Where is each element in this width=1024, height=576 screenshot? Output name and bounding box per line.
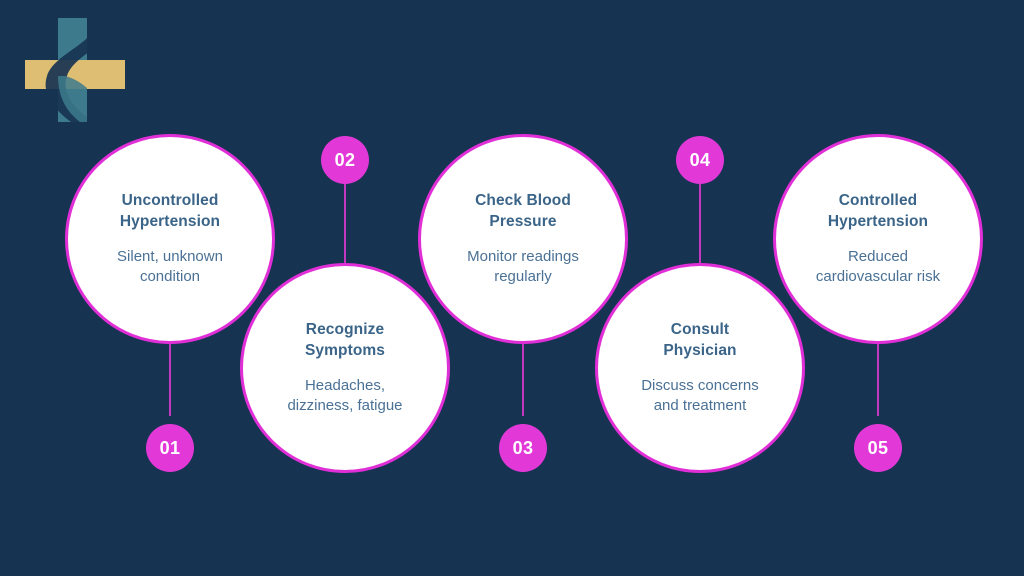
step-title: Uncontrolled Hypertension <box>119 191 221 230</box>
step-circle-03[interactable]: Check Blood Pressure Monitor readings re… <box>418 134 628 344</box>
connector-line-04 <box>699 184 701 264</box>
step-description: Headaches, dizziness, fatigue <box>287 376 403 414</box>
step-badge-02[interactable]: 02 <box>321 136 369 184</box>
connector-line-03 <box>522 344 524 416</box>
step-circle-04[interactable]: Consult Physician Discuss concerns and t… <box>595 263 805 473</box>
step-badge-label: 01 <box>159 437 181 458</box>
step-title: Consult Physician <box>663 320 737 359</box>
step-circle-05[interactable]: Controlled Hypertension Reduced cardiova… <box>773 134 983 344</box>
connector-line-05 <box>877 344 879 416</box>
connector-line-02 <box>344 184 346 264</box>
connector-line-01 <box>169 344 171 416</box>
step-badge-label: 03 <box>512 437 534 458</box>
medical-cross-logo <box>25 18 125 122</box>
step-badge-01[interactable]: 01 <box>146 424 194 472</box>
logo-teal-curve-detail <box>58 76 87 122</box>
step-description: Silent, unknown condition <box>117 247 223 285</box>
step-circle-02[interactable]: Recognize Symptoms Headaches, dizziness,… <box>240 263 450 473</box>
step-badge-05[interactable]: 05 <box>854 424 902 472</box>
step-description: Reduced cardiovascular risk <box>815 247 941 285</box>
step-badge-04[interactable]: 04 <box>676 136 724 184</box>
step-title: Controlled Hypertension <box>827 191 929 230</box>
step-title: Check Blood Pressure <box>475 191 571 230</box>
step-badge-label: 02 <box>334 149 356 170</box>
step-badge-label: 04 <box>689 149 711 170</box>
step-badge-03[interactable]: 03 <box>499 424 547 472</box>
step-circle-01[interactable]: Uncontrolled Hypertension Silent, unknow… <box>65 134 275 344</box>
step-badge-label: 05 <box>867 437 889 458</box>
step-description: Discuss concerns and treatment <box>641 376 759 414</box>
step-description: Monitor readings regularly <box>467 247 579 285</box>
step-title: Recognize Symptoms <box>304 320 386 359</box>
